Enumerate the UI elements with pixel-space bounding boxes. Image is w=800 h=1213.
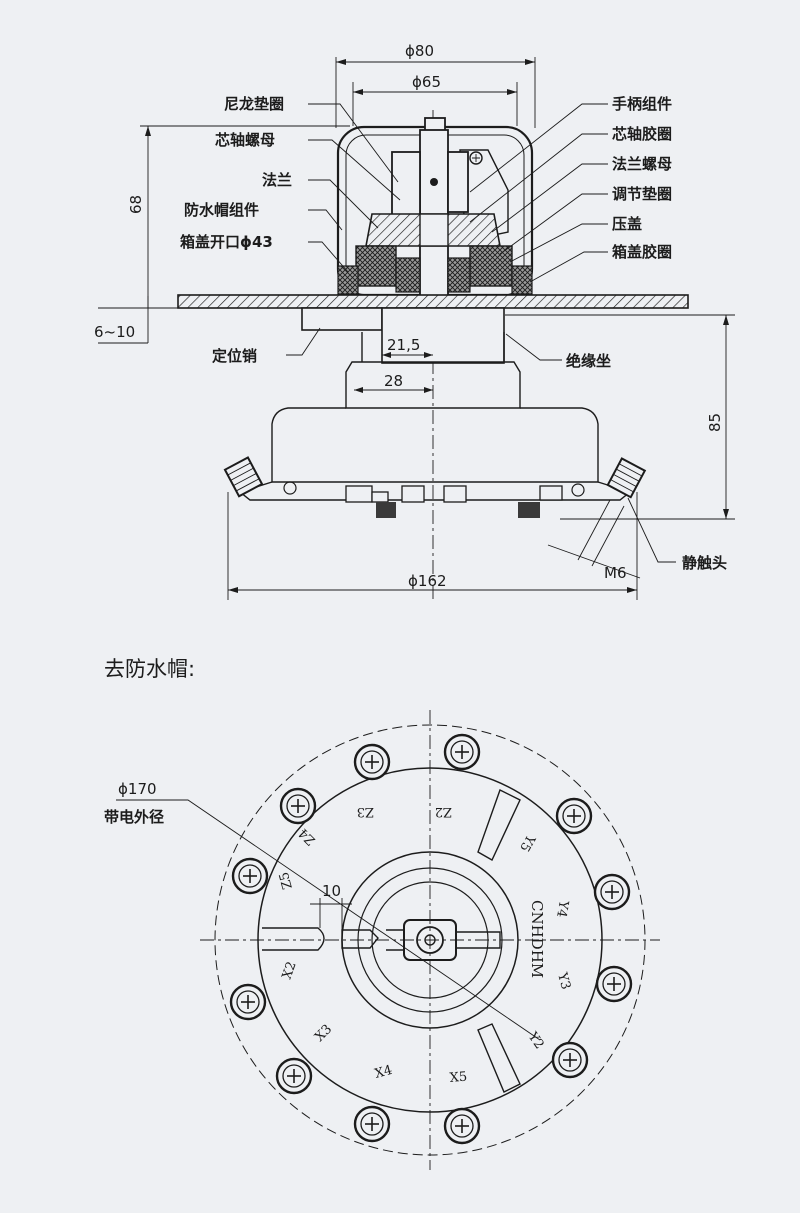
dimension-21-5: 21,5	[382, 336, 433, 358]
terminal-label-y4: Y4	[553, 898, 571, 918]
label-flange: 法兰	[262, 171, 292, 189]
dimension-phi80: ϕ80	[335, 42, 536, 128]
terminal-bolt-9	[275, 1057, 313, 1095]
label-nylon-washer: 尼龙垫圈	[224, 95, 284, 113]
label-static-contact: 静触头	[682, 554, 727, 572]
terminal-bolt-4	[555, 797, 593, 835]
dim-phi162-text: ϕ162	[408, 572, 447, 590]
label-insulation-base: 绝缘坐	[566, 352, 611, 370]
label-flange-nut: 法兰螺母	[612, 155, 672, 173]
label-core-nut: 芯轴螺母	[215, 131, 275, 149]
terminal-label-x3: X3	[312, 1022, 335, 1045]
top-view-heading: 去防水帽:	[104, 657, 195, 681]
phi170-leader	[116, 799, 541, 1041]
dim-phi80-text: ϕ80	[405, 42, 434, 60]
top-view: ϕ170 带电外径 10 CNHDHM Z3 Z2 Z	[104, 710, 660, 1170]
terminal-bolt-11	[353, 1105, 391, 1143]
box-cover-plate	[177, 294, 689, 309]
left-leaders	[308, 103, 401, 273]
terminal-label-z5: Z5	[277, 870, 296, 891]
dim-10-text: 10	[322, 882, 341, 900]
static-contact-right	[606, 457, 647, 499]
terminal-bolt-7	[229, 983, 267, 1021]
label-locating-pin: 定位销	[212, 347, 257, 365]
label-waterproof-cap: 防水帽组件	[184, 201, 259, 219]
terminal-label-y3: Y3	[554, 970, 573, 991]
terminal-bolt-8	[595, 965, 633, 1003]
terminal-label-z2: Z2	[435, 804, 452, 819]
dim-phi65-text: ϕ65	[412, 73, 441, 91]
terminal-bolt-10	[551, 1041, 589, 1079]
dimension-68: 68	[127, 125, 350, 308]
dim-gap-text: 6~10	[94, 323, 135, 341]
dim-m6-text: M6	[604, 564, 627, 582]
dimension-m6: M6	[547, 499, 641, 582]
dimension-phi162: ϕ162	[227, 492, 638, 600]
live-diameter-caption: 带电外径	[104, 808, 164, 826]
dimension-gap: 6~10	[94, 296, 178, 344]
dimension-phi65: ϕ65	[352, 73, 518, 126]
label-handle: 手柄组件	[612, 95, 672, 113]
insulation-base	[271, 307, 599, 483]
label-cover-opening: 箱盖开口ϕ43	[180, 233, 273, 251]
terminal-bolt-2	[443, 733, 481, 771]
pin-leader	[286, 327, 321, 356]
terminal-label-x5: X5	[449, 1070, 468, 1086]
label-shaft-seal: 芯轴胶圈	[612, 125, 672, 143]
dim-85-text: 85	[706, 413, 724, 432]
dimension-85: 85	[505, 314, 735, 520]
terminal-label-y5: Y5	[516, 831, 538, 854]
contact-ring	[238, 481, 632, 518]
dim-21-5-text: 21,5	[387, 336, 420, 354]
label-cover-seal: 箱盖胶圈	[612, 243, 672, 261]
label-gland: 压盖	[612, 215, 642, 233]
gland-ring-right	[469, 245, 513, 287]
terminal-bolt-1	[353, 743, 391, 781]
label-adjust-washer: 调节垫圈	[612, 185, 672, 203]
dimension-10: 10	[310, 882, 352, 930]
phi170-text: ϕ170	[118, 780, 157, 798]
terminal-label-y2: Y2	[524, 1029, 547, 1052]
terminal-bolt-6	[593, 873, 631, 911]
dimension-28: 28	[354, 372, 433, 393]
model-text: CNHDHM	[528, 900, 546, 978]
dim-28-text: 28	[384, 372, 403, 390]
contact-leader	[627, 497, 676, 563]
terminal-bolt-12	[443, 1107, 481, 1145]
static-contact-left	[223, 456, 264, 498]
dim-68-text: 68	[127, 195, 145, 214]
insulator-leader	[505, 333, 562, 361]
gland-ring-left	[355, 245, 397, 287]
right-leaders	[469, 103, 608, 283]
terminal-label-x4: X4	[373, 1063, 394, 1082]
terminal-bolt-5	[231, 857, 269, 895]
terminal-label-x2: X2	[280, 960, 300, 982]
side-view: ϕ80 ϕ65 68 6~10	[94, 42, 735, 600]
terminal-label-z3: Z3	[357, 804, 374, 819]
terminal-bolt-3	[279, 787, 317, 825]
